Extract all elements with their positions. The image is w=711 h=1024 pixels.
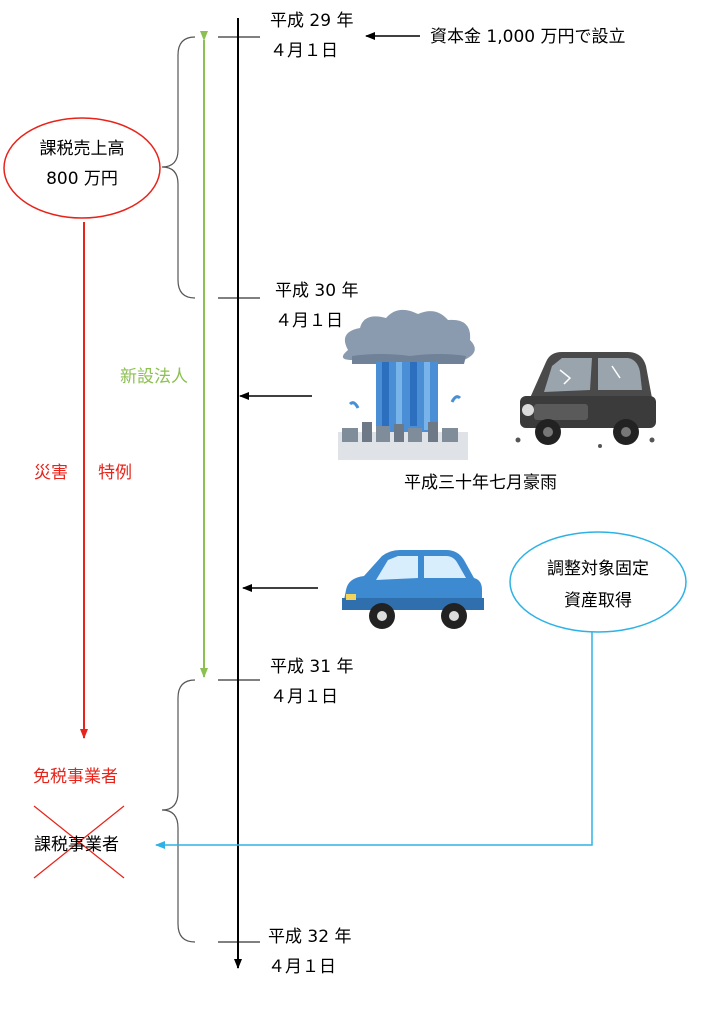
asset-bubble-line1: 調整対象固定 <box>547 559 649 579</box>
damaged-car-icon <box>515 352 656 448</box>
asset-bubble-line2: 資産取得 <box>564 591 632 611</box>
cross-line-2 <box>33 805 125 879</box>
taxable-business-label: 課税事業者 <box>34 835 119 855</box>
asset-bubble <box>509 531 687 633</box>
date-h32-year: 平成 32 年 <box>268 927 352 947</box>
date-h30-day: ４月１日 <box>275 311 343 331</box>
exempt-business-label: 免税事業者 <box>33 767 118 787</box>
date-h30-year: 平成 30 年 <box>275 281 359 301</box>
brace-first-period <box>161 36 196 299</box>
asset-connector-arrow <box>155 632 593 849</box>
date-h29-day: ４月１日 <box>270 41 338 61</box>
disaster-caption: 平成三十年七月豪雨 <box>404 473 557 493</box>
date-h31-day: ４月１日 <box>270 687 338 707</box>
heavy-rain-icon <box>338 309 475 460</box>
blue-car-icon <box>342 550 484 629</box>
sales-bubble-line1: 課税売上高 <box>39 139 125 159</box>
date-h29-year: 平成 29 年 <box>270 11 354 31</box>
date-h31-year: 平成 31 年 <box>270 657 354 677</box>
establishment-note: 資本金 1,000 万円で設立 <box>430 27 626 47</box>
new-corporation-label: 新設法人 <box>120 367 188 387</box>
date-h32-day: ４月１日 <box>268 957 336 977</box>
disaster-label: 災害 <box>34 463 68 483</box>
brace-third-period <box>161 679 196 943</box>
sales-bubble-line2: 800 万円 <box>46 169 118 189</box>
special-case-label: 特例 <box>98 463 132 483</box>
sales-bubble <box>3 117 161 219</box>
